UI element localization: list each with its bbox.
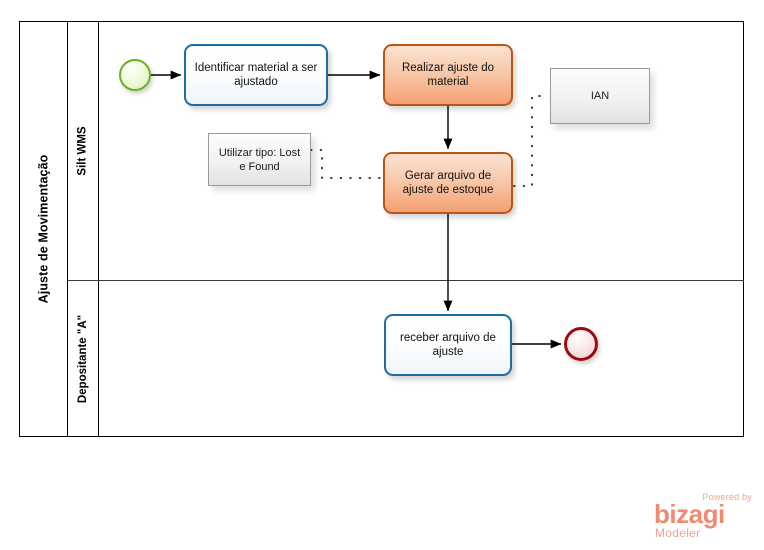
task-gerar-arquivo[interactable]: Gerar arquivo de ajuste de estoque xyxy=(383,152,513,214)
end-event[interactable] xyxy=(564,327,598,361)
annotation-lost-e-found[interactable]: Utilizar tipo: Lost e Found xyxy=(208,133,311,186)
pool-title-label: Ajuste de Movimentação xyxy=(36,154,51,304)
lane-label-text: Depositante "A" xyxy=(77,314,90,403)
lane-label-depositante-a: Depositante "A" xyxy=(68,280,99,437)
bizagi-wordmark: bizagi xyxy=(654,499,725,529)
powered-by-label: Powered by xyxy=(702,492,752,502)
bizagi-logo: Powered by bizagi Modeler xyxy=(652,492,756,542)
task-identificar-material[interactable]: Identificar material a ser ajustado xyxy=(184,44,328,106)
pool-title: Ajuste de Movimentação xyxy=(19,21,68,437)
start-event[interactable] xyxy=(119,59,151,91)
lane-label-silt-wms: Silt WMS xyxy=(68,21,99,280)
annotation-ian[interactable]: IAN xyxy=(550,68,650,124)
modeler-label: Modeler xyxy=(655,526,701,540)
lane-divider xyxy=(68,280,744,281)
task-realizar-ajuste[interactable]: Realizar ajuste do material xyxy=(383,44,513,106)
task-receber-arquivo[interactable]: receber arquivo de ajuste xyxy=(384,314,512,376)
lane-label-text: Silt WMS xyxy=(77,125,90,176)
